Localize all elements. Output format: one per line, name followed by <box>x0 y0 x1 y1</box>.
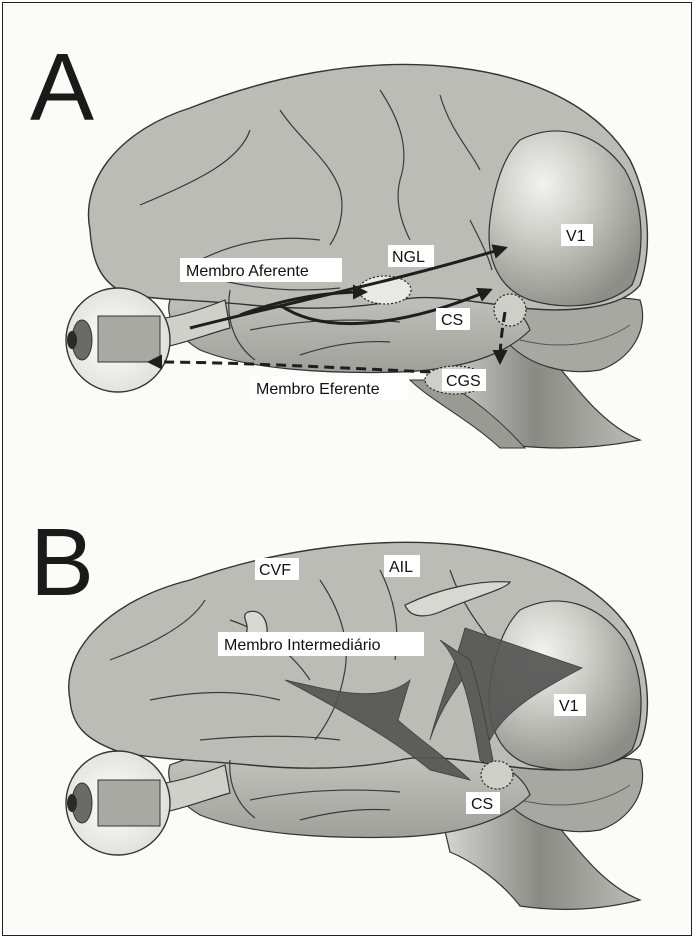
svg-text:AIL: AIL <box>389 559 413 576</box>
label-ail: AIL <box>384 555 420 577</box>
label-v1-a: V1 <box>561 224 593 246</box>
label-cvf: CVF <box>255 558 299 580</box>
panel-a-letter: A <box>30 34 94 141</box>
panel-b: B <box>30 509 647 909</box>
label-ngl: NGL <box>388 245 434 267</box>
label-intermediate: Membro Intermediário <box>218 632 424 656</box>
svg-text:CS: CS <box>441 312 463 329</box>
svg-text:Membro Intermediário: Membro Intermediário <box>224 637 381 654</box>
panel-a-eye <box>66 288 170 392</box>
label-cgs: CGS <box>442 369 486 391</box>
label-afferent: Membro Aferente <box>180 258 342 282</box>
cs-nucleus <box>494 294 526 326</box>
label-efferent: Membro Eferente <box>250 376 408 400</box>
panel-a: A <box>30 34 647 448</box>
svg-text:V1: V1 <box>559 698 579 715</box>
svg-text:Membro Eferente: Membro Eferente <box>256 381 380 398</box>
svg-text:NGL: NGL <box>392 249 425 266</box>
panel-b-letter: B <box>30 509 94 616</box>
svg-text:CVF: CVF <box>259 562 291 579</box>
svg-text:CS: CS <box>471 796 493 813</box>
svg-text:V1: V1 <box>566 228 586 245</box>
label-cs-b: CS <box>466 792 500 814</box>
svg-text:CGS: CGS <box>446 373 481 390</box>
panel-b-eye <box>66 751 170 855</box>
svg-text:Membro Aferente: Membro Aferente <box>186 263 309 280</box>
label-v1-b: V1 <box>554 694 586 716</box>
panel-b-cs-nucleus <box>481 761 513 789</box>
label-cs-a: CS <box>436 308 470 330</box>
